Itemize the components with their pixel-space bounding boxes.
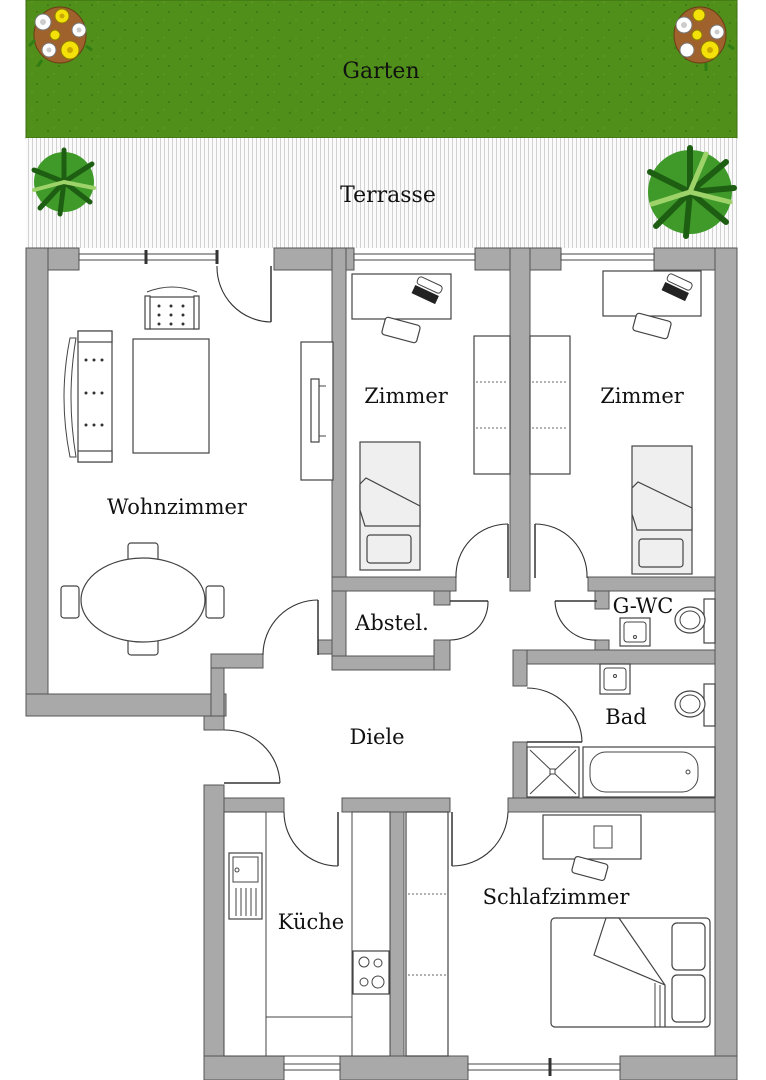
desk-chair	[381, 316, 421, 344]
desk-chair	[632, 312, 672, 340]
room-label-zimmer-2: Zimmer	[600, 384, 685, 408]
sofa-icon	[63, 330, 113, 463]
sink-icon	[228, 852, 263, 920]
shower-tray-icon	[526, 746, 580, 798]
room-kitchen: Küche	[223, 811, 391, 1057]
desk-chair	[571, 855, 609, 882]
room-bedroom: Schlafzimmer	[405, 811, 711, 1057]
coffee-table	[132, 338, 210, 454]
room-zimmer-1: Zimmer	[351, 273, 511, 571]
palm-plant-icon	[647, 145, 737, 239]
garden-area: Garten	[25, 0, 738, 139]
wardrobe-icon	[405, 811, 449, 1057]
terrace-area: Terrasse	[26, 138, 737, 248]
room-zimmer-2: Zimmer	[529, 270, 702, 575]
room-label-abstellraum: Abstel.	[354, 611, 429, 635]
laptop-icon	[661, 273, 693, 302]
walls	[25, 247, 738, 1080]
living-room-furniture: Wohnzimmer	[60, 286, 334, 656]
room-label-diele: Diele	[349, 725, 404, 749]
single-bed-icon	[359, 441, 421, 571]
room-label-schlafzimmer: Schlafzimmer	[483, 885, 631, 909]
room-bathroom: Bad	[526, 663, 716, 798]
terrace-label: Terrasse	[340, 183, 436, 208]
desk	[542, 814, 642, 860]
room-label-gwc: G-WC	[613, 594, 674, 618]
flower-pot-icon	[673, 6, 735, 71]
toilet-tank	[703, 683, 716, 727]
wardrobe-icon	[473, 335, 511, 475]
room-label-zimmer-1: Zimmer	[364, 384, 449, 408]
armchair-icon	[144, 286, 200, 330]
single-bed-icon	[631, 445, 693, 575]
room-label-wohnzimmer: Wohnzimmer	[107, 495, 248, 519]
garden-label: Garten	[342, 59, 419, 84]
toilet-tank	[703, 598, 716, 644]
counter-bottom	[265, 1016, 353, 1057]
bathtub-icon	[582, 746, 716, 798]
wardrobe-icon	[529, 335, 571, 475]
counter-right	[351, 811, 391, 1057]
palm-plant-icon	[31, 147, 96, 217]
counter-left	[223, 811, 267, 1057]
laptop-icon	[411, 276, 443, 305]
dining-table-icon	[60, 542, 225, 656]
doors	[216, 265, 598, 867]
room-guest-wc: G-WC	[613, 594, 716, 647]
flower-pot-icon	[27, 6, 93, 67]
double-bed-icon	[550, 917, 711, 1028]
tv-unit-icon	[300, 341, 334, 481]
windows	[78, 250, 655, 1076]
stove-icon	[352, 950, 390, 995]
room-label-kueche: Küche	[278, 910, 344, 934]
room-label-bad: Bad	[605, 705, 646, 729]
